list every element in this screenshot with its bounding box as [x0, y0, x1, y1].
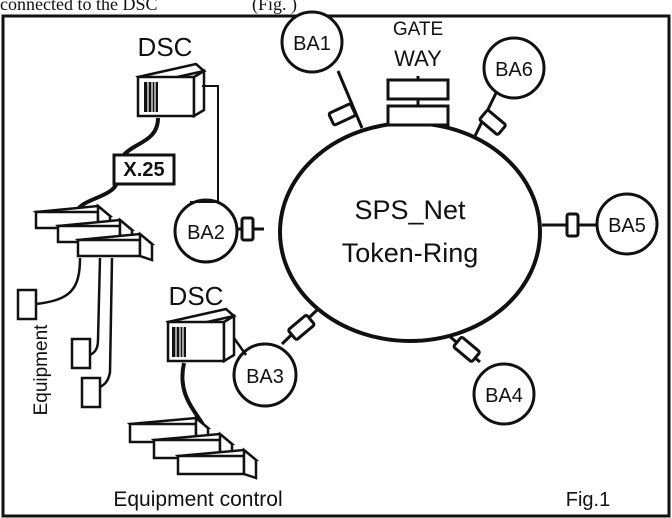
node-ba6-label: BA6 — [495, 59, 533, 81]
gateway-box-lower — [386, 104, 450, 127]
node-ba6-circle — [482, 36, 546, 100]
gateway-label-line1: GATE — [393, 19, 443, 40]
node-ba2-circle — [173, 198, 239, 264]
node-ba1-circle — [280, 10, 344, 74]
figure-frame — [1, 14, 671, 518]
adapter-ba3 — [287, 314, 316, 341]
dsc-top-line-to-ba2 — [190, 85, 219, 203]
gateway-box-upper — [386, 78, 450, 101]
node-ba4-circle — [472, 362, 536, 426]
dsc-top-rack — [135, 62, 207, 119]
equipment-control-label: Equipment control — [113, 488, 282, 511]
equipment-box-2 — [70, 337, 92, 370]
gateway: GATE WAY — [386, 19, 450, 127]
x25-label: X.25 — [123, 159, 164, 181]
node-ba2-label: BA2 — [187, 222, 225, 244]
dsc-bottom-link-ba3 — [232, 337, 248, 356]
ring-label-line1: SPS_Net — [354, 195, 466, 225]
adapter-ba4 — [452, 336, 481, 363]
ring-label-line2: Token-Ring — [342, 238, 479, 268]
dsc-top-label: DSC — [138, 32, 193, 62]
ba-node-circles — [173, 10, 659, 426]
equipment-box-1 — [16, 288, 38, 321]
equipment-crates-lower — [126, 415, 260, 480]
equipment-label: Equipment — [31, 324, 52, 416]
x25-box — [112, 153, 176, 186]
equipment-crates-upper — [32, 203, 156, 262]
top-caption-fragment: connected to the DSC (Fig. ) — [0, 0, 672, 16]
gateway-label-line2: WAY — [394, 46, 442, 71]
node-ba3-circle — [232, 342, 298, 408]
adapter-ba6 — [478, 109, 507, 136]
adapter-ba2 — [240, 216, 255, 242]
equipment-box-3 — [80, 376, 102, 409]
caption-tail: (Fig. ) — [251, 0, 297, 14]
node-ba1-label: BA1 — [293, 33, 331, 55]
node-ba3-label: BA3 — [246, 366, 284, 388]
adapter-ba1 — [327, 102, 357, 127]
node-ba5-circle — [595, 192, 659, 256]
node-ba5-label: BA5 — [608, 215, 646, 237]
equipment-boxes — [16, 288, 102, 409]
figure-label: Fig.1 — [566, 489, 610, 511]
token-ring — [278, 121, 542, 343]
adapter-ba5 — [565, 212, 580, 238]
caption-text: connected to the DSC — [0, 0, 158, 14]
adapters — [240, 102, 580, 363]
node-ba4-label: BA4 — [485, 385, 523, 407]
dsc-bottom-rack — [165, 307, 237, 364]
dsc-bottom-label: DSC — [169, 281, 224, 311]
